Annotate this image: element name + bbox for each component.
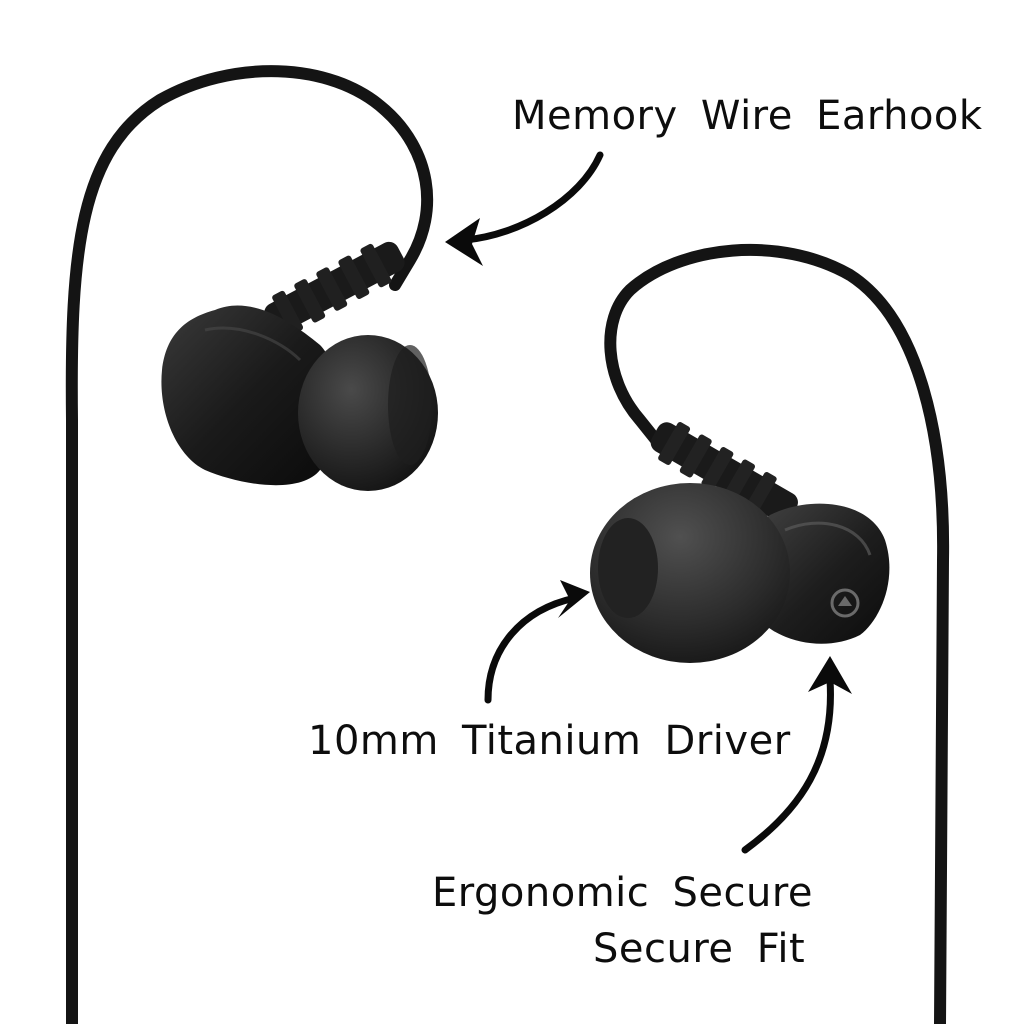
callout-memory-wire-earhook: Memory Wire Earhook: [512, 93, 983, 139]
right-earbud: [590, 243, 950, 1024]
right-shell: [746, 503, 890, 644]
callout-titanium-driver: 10mm Titanium Driver: [308, 718, 791, 764]
arrow-driver: [484, 580, 590, 704]
left-strain-relief: [264, 241, 405, 335]
left-shell: [161, 305, 337, 486]
left-earbud: [65, 65, 438, 1024]
left-cable: [65, 65, 434, 1024]
right-cable: [604, 243, 950, 1024]
callout-ergonomic-fit-line-1: Ergonomic Secure: [432, 870, 814, 916]
arrow-earhook: [445, 151, 604, 266]
right-tip-nozzle: [598, 518, 658, 618]
arrow-fit: [741, 656, 852, 854]
callout-ergonomic-fit-line-2: Secure Fit: [593, 926, 806, 972]
